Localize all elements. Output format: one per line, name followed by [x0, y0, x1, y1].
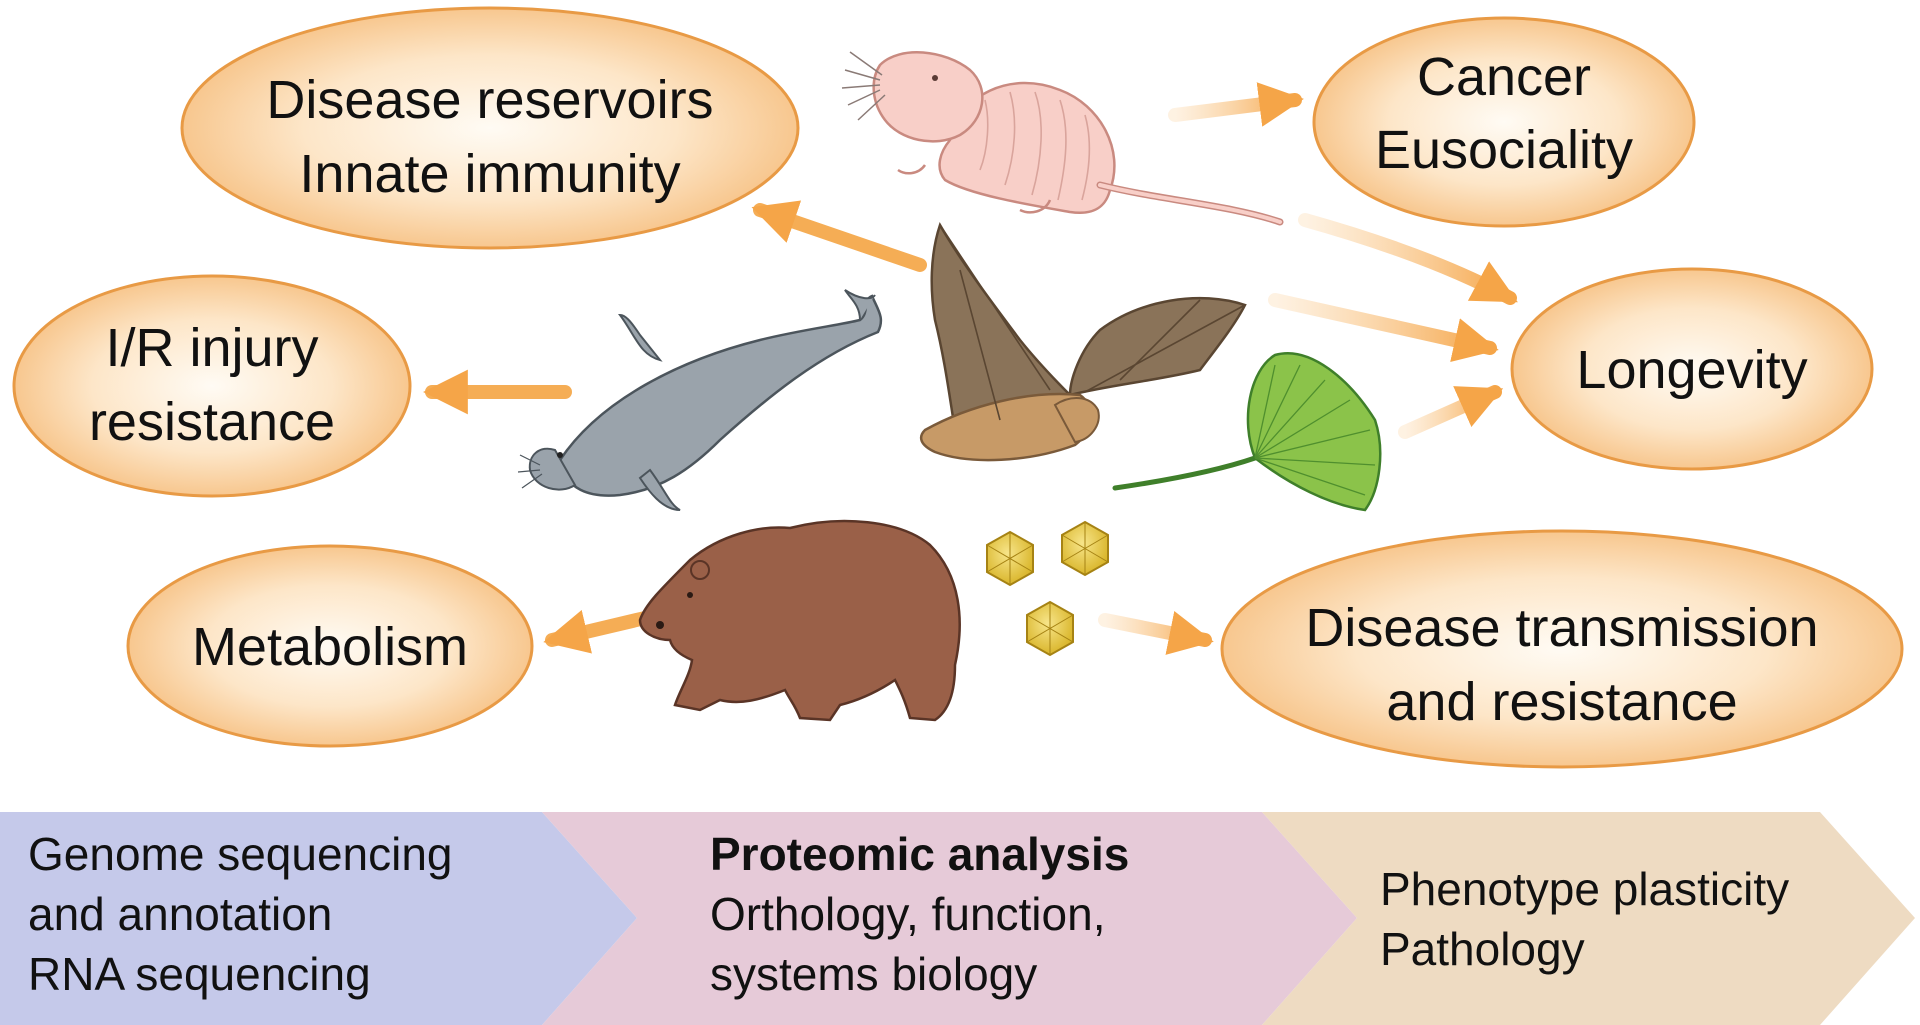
oval-longevity: Longevity [1510, 267, 1874, 471]
oval-metabolism: Metabolism [126, 544, 534, 748]
virus-particle-icon [1026, 600, 1074, 657]
arrow-rat-to-longevity [1298, 213, 1518, 305]
oval-disease-transmission-line2: and resistance [1386, 672, 1737, 732]
oval-disease-reservoirs-line1: Disease reservoirs [266, 70, 713, 130]
workflow-step-proteomic-title: Proteomic analysis [710, 828, 1129, 880]
oval-cancer: Cancer Eusociality [1312, 16, 1696, 228]
bat-illustration [919, 221, 1247, 462]
workflow-step-proteomic: Proteomic analysis Orthology, function, … [542, 812, 1357, 1025]
arrow-to-metabolism [543, 609, 652, 654]
oval-cancer-line2: Eusociality [1375, 120, 1633, 180]
workflow-step-phenotype-line2: Pathology [1380, 923, 1585, 975]
oval-disease-reservoirs: Disease reservoirs Innate immunity [180, 6, 800, 250]
arrow-to-cancer [1168, 82, 1304, 127]
virus-particles-illustration [986, 520, 1109, 657]
bear-illustration [638, 519, 961, 722]
workflow-step-genome-line3: RNA sequencing [28, 948, 371, 1000]
ginkgo-leaf-illustration [1112, 352, 1382, 512]
oval-disease-transmission: Disease transmission and resistance [1220, 529, 1904, 769]
arrow-to-disease-transmission [1098, 611, 1214, 655]
oval-cancer-line1: Cancer [1417, 47, 1591, 107]
arrow-to-disease-reservoirs [751, 200, 927, 272]
workflow-step-phenotype-line1: Phenotype plasticity [1380, 863, 1789, 915]
workflow-step-genome-line1: Genome sequencing [28, 828, 453, 880]
oval-ir-injury-line2: resistance [89, 392, 335, 452]
arrow-ginkgo-to-longevity [1398, 385, 1504, 439]
arrow-bat-to-longevity [1268, 293, 1499, 363]
workflow-step-proteomic-line2: systems biology [710, 948, 1037, 1000]
virus-particle-icon [1061, 520, 1109, 577]
workflow-step-phenotype: Phenotype plasticity Pathology [1262, 812, 1915, 1025]
oval-disease-transmission-line1: Disease transmission [1305, 598, 1818, 658]
oval-disease-reservoirs-line2: Innate immunity [299, 144, 680, 204]
workflow-step-genome: Genome sequencing and annotation RNA seq… [0, 812, 637, 1025]
seal-illustration [517, 289, 883, 511]
naked-mole-rat-illustration [841, 51, 1284, 226]
oval-metabolism-label: Metabolism [192, 617, 468, 677]
oval-ir-injury-line1: I/R injury [105, 318, 318, 378]
workflow-step-genome-line2: and annotation [28, 888, 332, 940]
workflow-step-proteomic-line1: Orthology, function, [710, 888, 1105, 940]
oval-ir-injury: I/R injury resistance [12, 274, 412, 498]
virus-particle-icon [986, 530, 1034, 587]
oval-longevity-label: Longevity [1576, 340, 1807, 400]
